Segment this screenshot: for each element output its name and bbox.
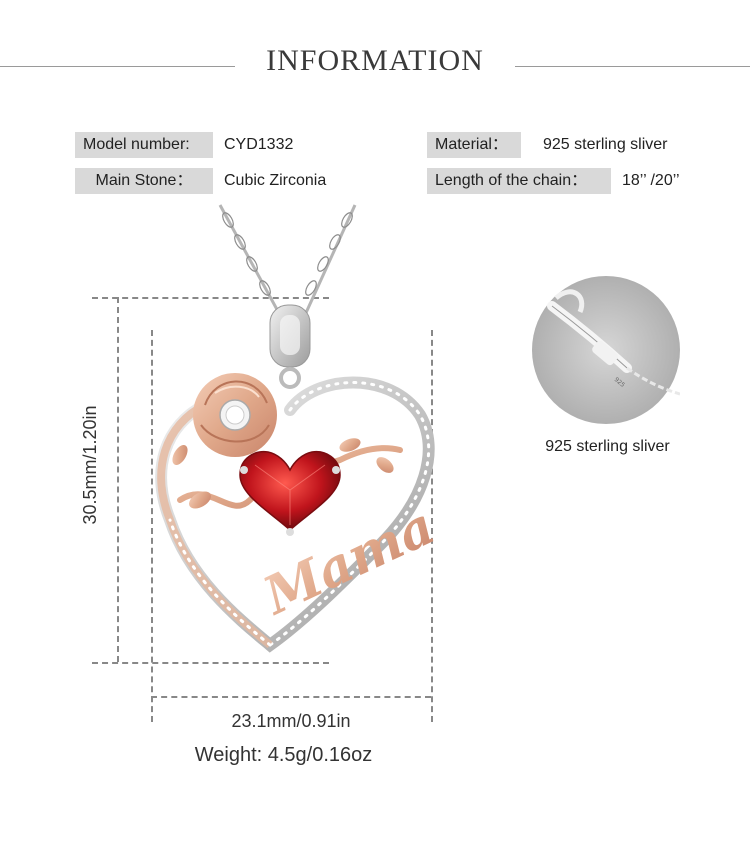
chain-length-value: 18’’ /20’’ xyxy=(622,172,680,189)
model-number-label: Model number: xyxy=(75,132,213,158)
model-number-value: CYD1332 xyxy=(224,136,294,153)
height-guide-bottom xyxy=(92,662,329,664)
material-value: 925 sterling sliver xyxy=(543,136,668,153)
width-guide-horizontal xyxy=(151,696,431,698)
chain-length-label: Length of the chain： xyxy=(427,168,611,194)
height-dimension-text: 30.5mm/1.20in xyxy=(80,405,100,525)
header-rule-left xyxy=(0,66,235,67)
height-guide-vertical xyxy=(117,297,119,662)
width-guide-left xyxy=(151,330,153,722)
width-dimension-label: 23.1mm/0.91in xyxy=(231,711,351,731)
weight-label: Weight: 4.5g/0.16oz xyxy=(194,744,373,766)
main-stone-value: Cubic Zirconia xyxy=(224,172,327,189)
clasp-caption: 925 sterling sliver xyxy=(545,438,670,455)
width-guide-right xyxy=(431,330,433,722)
page-title: INFORMATION xyxy=(266,44,484,77)
chain xyxy=(218,204,357,316)
chain-links xyxy=(222,212,353,296)
header-rule-right xyxy=(515,66,750,67)
height-dimension-label: 30.5mm/1.20in xyxy=(79,365,101,565)
clasp-detail-image: 925 xyxy=(532,276,680,424)
material-label: Material： xyxy=(427,132,521,158)
height-guide-top xyxy=(92,297,329,299)
heart-pendant-image: Mama xyxy=(155,204,444,653)
main-stone-label: Main Stone： xyxy=(75,168,213,194)
rose xyxy=(193,373,277,457)
